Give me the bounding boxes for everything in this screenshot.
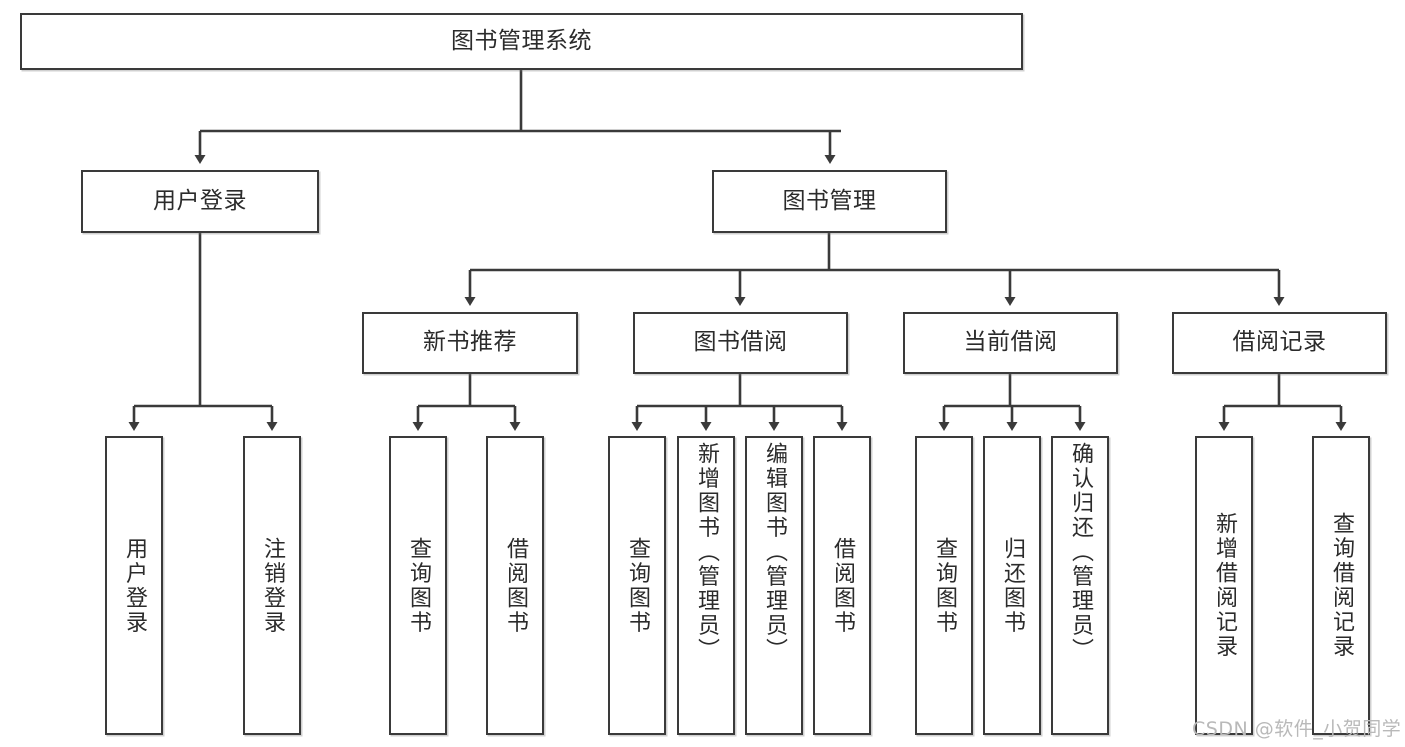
node-leaf-query-book-3-label: 查询图书 (932, 536, 957, 635)
node-root[interactable]: 图书管理系统 (20, 13, 1023, 70)
watermark-text: CSDN @软件_小贺同学 (1192, 718, 1402, 740)
node-user-login[interactable]: 用户登录 (81, 170, 319, 233)
node-leaf-borrow-book-1-label: 借阅图书 (503, 536, 528, 635)
node-user-login-label: 用户登录 (153, 187, 247, 214)
node-leaf-borrow-book-1[interactable]: 借阅图书 (486, 436, 544, 735)
node-current-borrow[interactable]: 当前借阅 (903, 312, 1118, 374)
node-leaf-confirm-return[interactable]: 确认归还（管理员） (1051, 436, 1109, 735)
node-leaf-add-record-label: 新增借阅记录 (1212, 512, 1237, 659)
node-leaf-borrow-book-2[interactable]: 借阅图书 (813, 436, 871, 735)
node-book-management[interactable]: 图书管理 (712, 170, 947, 233)
node-leaf-user-login[interactable]: 用户登录 (105, 436, 163, 735)
node-new-book-recommend-label: 新书推荐 (423, 329, 517, 356)
node-leaf-return-book[interactable]: 归还图书 (983, 436, 1041, 735)
node-book-borrow-label: 图书借阅 (693, 329, 788, 356)
node-leaf-add-record[interactable]: 新增借阅记录 (1195, 436, 1253, 735)
node-new-book-recommend[interactable]: 新书推荐 (362, 312, 578, 374)
node-leaf-return-book-label: 归还图书 (1000, 536, 1025, 635)
node-current-borrow-label: 当前借阅 (963, 329, 1058, 356)
node-leaf-user-logout-label: 注销登录 (260, 536, 285, 635)
node-book-borrow[interactable]: 图书借阅 (633, 312, 848, 374)
node-leaf-user-login-label: 用户登录 (122, 536, 147, 635)
node-leaf-query-book-1-label: 查询图书 (406, 536, 431, 635)
node-leaf-query-book-3[interactable]: 查询图书 (915, 436, 973, 735)
node-book-management-label: 图书管理 (782, 187, 877, 214)
node-leaf-query-record-label: 查询借阅记录 (1329, 512, 1354, 659)
node-borrow-records[interactable]: 借阅记录 (1172, 312, 1387, 374)
node-borrow-records-label: 借阅记录 (1232, 329, 1327, 356)
node-leaf-add-book-label: 新增图书（管理员） (694, 442, 719, 663)
node-leaf-edit-book-label: 编辑图书（管理员） (762, 442, 787, 663)
node-leaf-query-book-2-label: 查询图书 (625, 536, 650, 635)
node-leaf-edit-book[interactable]: 编辑图书（管理员） (745, 436, 803, 735)
node-leaf-query-book-2[interactable]: 查询图书 (608, 436, 666, 735)
node-leaf-add-book[interactable]: 新增图书（管理员） (677, 436, 735, 735)
node-leaf-user-logout[interactable]: 注销登录 (243, 436, 301, 735)
node-leaf-confirm-return-label: 确认归还（管理员） (1068, 442, 1093, 663)
node-root-label: 图书管理系统 (451, 27, 592, 54)
node-leaf-query-record[interactable]: 查询借阅记录 (1312, 436, 1370, 735)
node-leaf-query-book-1[interactable]: 查询图书 (389, 436, 447, 735)
node-leaf-borrow-book-2-label: 借阅图书 (830, 536, 855, 635)
